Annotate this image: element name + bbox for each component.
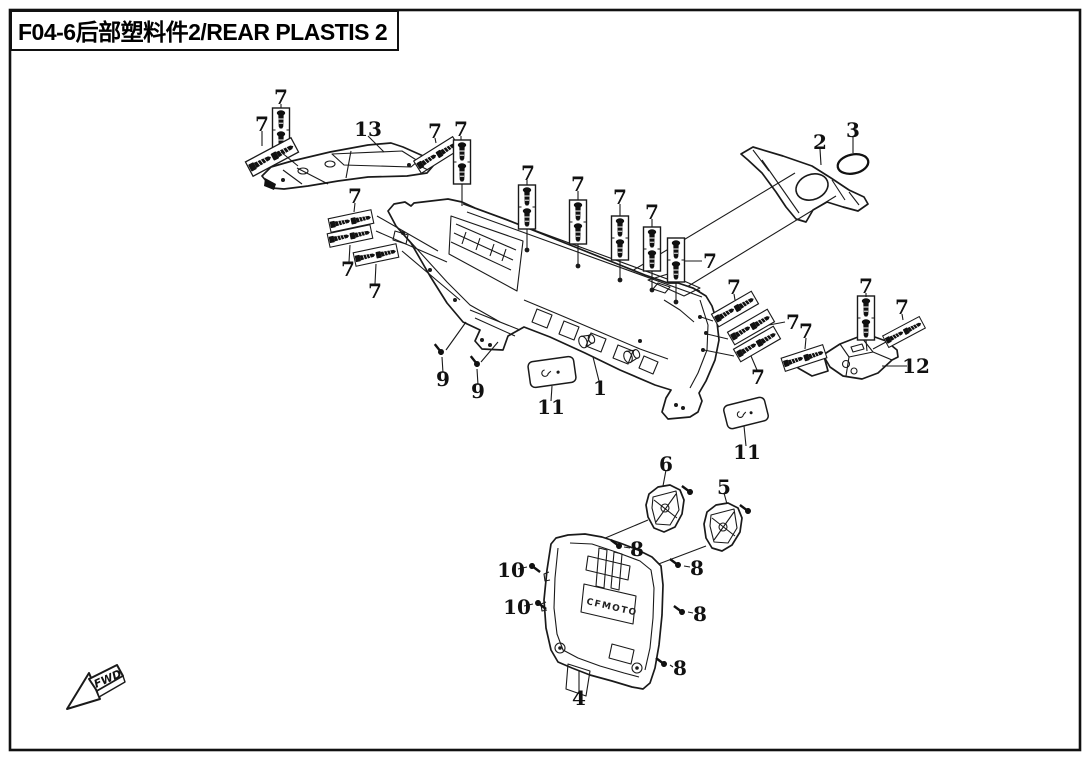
callout-label-7: 7 [895, 295, 909, 319]
callout-label-10: 10 [497, 558, 525, 582]
part-11-reflector-left [527, 355, 577, 389]
callout-label-7: 7 [703, 249, 717, 273]
callout-label-8: 8 [630, 537, 644, 561]
callout-label-10: 10 [503, 595, 531, 619]
callout-label-7: 7 [786, 310, 800, 334]
callout-label-2: 2 [813, 130, 827, 154]
callout-label-7: 7 [613, 185, 627, 209]
callout-label-7: 7 [859, 274, 873, 298]
callout-label-3: 3 [846, 118, 860, 142]
callout-label-12: 12 [902, 354, 930, 378]
callout-label-7: 7 [341, 257, 355, 281]
callout-label-8: 8 [693, 602, 707, 626]
diagram-title: F04-6后部塑料件2/REAR PLASTIS 2 [10, 10, 400, 51]
callout-label-7: 7 [428, 119, 442, 143]
callout-label-1: 1 [593, 376, 607, 400]
callout-label-4: 4 [572, 686, 586, 710]
callout-label-7: 7 [521, 161, 535, 185]
callout-label-9: 9 [471, 379, 485, 403]
part-13-rear-trim [261, 142, 434, 190]
callout-label-8: 8 [690, 556, 704, 580]
callout-label-5: 5 [717, 475, 731, 499]
callout-label-11: 11 [537, 395, 565, 419]
callout-label-7: 7 [274, 85, 288, 109]
callout-label-9: 9 [436, 367, 450, 391]
fwd-direction-arrow: FWD [66, 664, 126, 710]
part-4-rear-center-panel: CFMOTO [540, 519, 707, 697]
callout-label-7: 7 [727, 275, 741, 299]
callout-label-7: 7 [645, 200, 659, 224]
leader-lines [261, 104, 907, 691]
callout-label-7: 7 [348, 184, 362, 208]
callout-label-7: 7 [751, 365, 765, 389]
callout-label-7: 7 [255, 112, 269, 136]
callout-label-11: 11 [733, 440, 761, 464]
part-1-rear-fascia [387, 198, 720, 420]
callout-label-7: 7 [571, 172, 585, 196]
callout-label-7: 7 [454, 117, 468, 141]
part-3-oring [836, 153, 870, 175]
page-border [8, 8, 1082, 752]
callout-label-7: 7 [799, 319, 813, 343]
part-5-cover [703, 502, 743, 552]
part-11-reflector-right [723, 396, 769, 430]
callout-label-8: 8 [673, 656, 687, 680]
part-6-cover [645, 484, 685, 533]
callout-label-7: 7 [368, 279, 382, 303]
callout-label-13: 13 [354, 117, 382, 141]
callout-label-6: 6 [659, 452, 673, 476]
part-2-corner-bracket [740, 146, 869, 223]
